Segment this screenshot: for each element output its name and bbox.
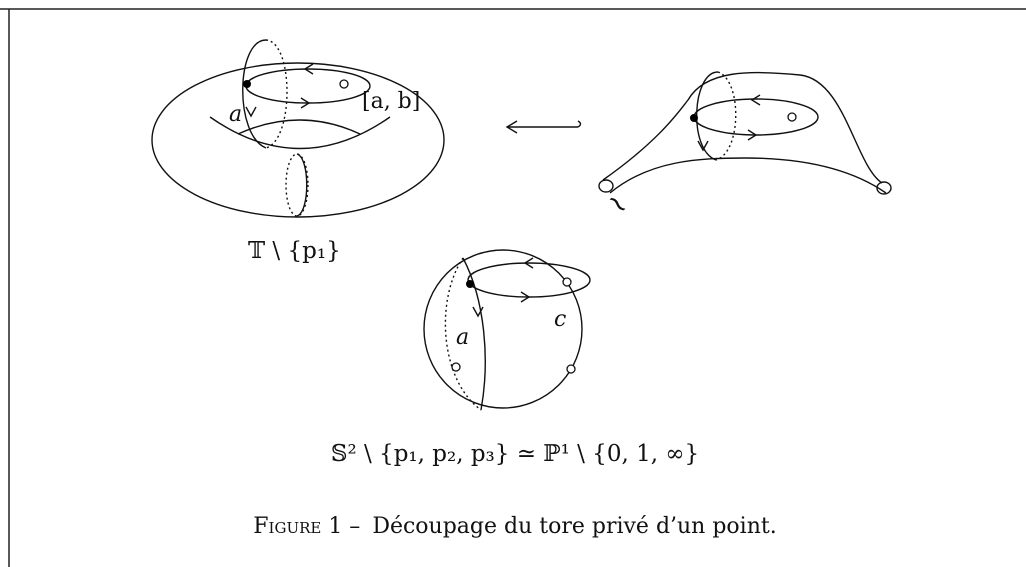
pants-arrow-bottom xyxy=(747,129,758,141)
embedding-arrow-hook xyxy=(577,120,582,128)
pants-arrow-top xyxy=(750,94,761,106)
pants-basepoint xyxy=(690,114,698,122)
pants-puncture xyxy=(787,112,797,122)
figure-caption: Figure 1 – Découpage du tore privé d’un p… xyxy=(253,514,776,539)
torus-hole-lower-arc xyxy=(209,116,391,150)
pants-loop xyxy=(693,98,819,136)
torus-loop-commutator xyxy=(245,68,371,104)
sphere xyxy=(423,249,591,411)
torus-puncture xyxy=(339,79,349,89)
caption-text: Découpage du tore privé d’un point. xyxy=(372,514,776,539)
pants-meridian-solid xyxy=(696,71,719,161)
sphere-label-c: c xyxy=(554,307,566,332)
pants-arrow-meridian xyxy=(697,140,709,152)
torus-meridian-a-solid xyxy=(242,39,267,149)
embedding-arrow-head xyxy=(505,120,518,134)
pair-of-pants xyxy=(598,71,892,195)
torus-arrow-top xyxy=(303,63,314,75)
sphere-basepoint xyxy=(466,280,474,288)
torus-outer-boundary xyxy=(151,62,445,218)
pants-right-cuff xyxy=(876,181,892,195)
torus-meridian-a-dotted xyxy=(265,39,288,149)
torus-arrow-bottom xyxy=(300,97,311,109)
pants-outer-boundary xyxy=(602,71,883,184)
sphere-boundary xyxy=(423,249,583,409)
punctured-torus xyxy=(151,39,445,218)
pants-inner-boundary xyxy=(609,157,887,194)
sphere-meridian-solid xyxy=(462,257,486,411)
torus-label-a: a xyxy=(229,102,242,127)
torus-meridian-lower-dotted xyxy=(285,153,309,217)
sphere-arrow-bottom xyxy=(520,291,531,303)
pants-left-cuff xyxy=(598,179,614,193)
sphere-arrow-top xyxy=(523,257,534,269)
iso-symbol: ≀ xyxy=(602,188,633,219)
figure-number: Figure 1 – xyxy=(253,514,360,539)
torus-hole-upper-arc xyxy=(237,119,361,135)
sphere-arrow-meridian xyxy=(472,306,484,318)
pants-meridian-dotted xyxy=(715,71,737,161)
sphere-puncture-1 xyxy=(562,277,572,287)
torus-label: 𝕋 \ {p₁} xyxy=(248,238,341,264)
sphere-puncture-2 xyxy=(451,362,461,372)
torus-arrow-meridian xyxy=(245,106,257,118)
sphere-label-a: a xyxy=(456,325,469,350)
embedding-arrow xyxy=(505,120,582,134)
torus-basepoint xyxy=(243,80,251,88)
sphere-puncture-3 xyxy=(566,364,576,374)
torus-meridian-lower-solid xyxy=(296,153,308,217)
sphere-label: 𝕊² \ {p₁, p₂, p₃} ≃ ℙ¹ \ {0, 1, ∞} xyxy=(331,441,699,467)
sphere-loop-c xyxy=(467,262,591,298)
torus-label-commutator: [a, b] xyxy=(362,89,420,114)
